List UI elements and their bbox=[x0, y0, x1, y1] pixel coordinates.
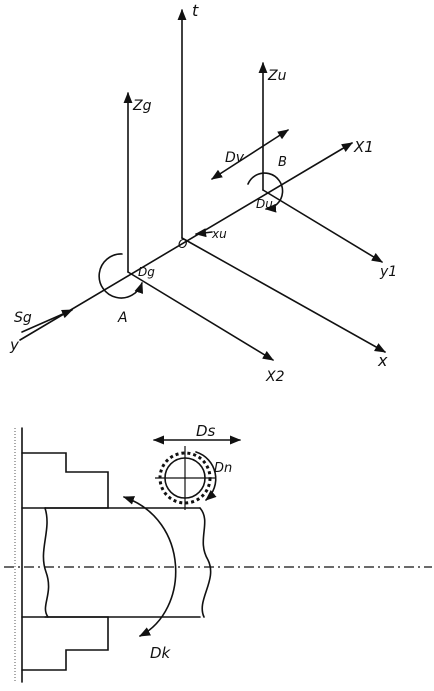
sg-arrow bbox=[21, 309, 74, 333]
dh-label: Dn bbox=[214, 461, 232, 476]
y1-axis-label: y1 bbox=[379, 264, 397, 280]
zg-axis-label: Zg bbox=[132, 98, 152, 114]
dk-label: Dk bbox=[150, 644, 172, 662]
workpiece-lower-profile bbox=[21, 616, 109, 671]
dk-rotation-arc bbox=[122, 496, 177, 637]
break-line-right bbox=[199, 507, 212, 618]
du-label: Du bbox=[256, 197, 273, 211]
dh-rotation-arc bbox=[195, 451, 217, 501]
du-rotation-arc bbox=[247, 172, 284, 213]
origin-label: O bbox=[178, 237, 187, 251]
dg-label: Dg bbox=[138, 265, 155, 279]
dv-label: Dv bbox=[225, 150, 245, 166]
t-axis-label: t bbox=[192, 1, 199, 20]
zu-axis-label: Zu bbox=[267, 68, 287, 84]
y-axis-label: y bbox=[9, 336, 20, 354]
dv-arrow bbox=[211, 129, 289, 180]
x2-axis-label: X2 bbox=[265, 369, 285, 385]
x1-axis bbox=[19, 142, 353, 341]
y1-axis bbox=[262, 189, 383, 263]
sg-label: Sg bbox=[14, 310, 32, 326]
workpiece-upper-profile bbox=[21, 452, 109, 509]
point-b-label: B bbox=[278, 155, 287, 170]
x2-axis bbox=[127, 271, 274, 361]
xu-arrow bbox=[194, 228, 213, 238]
x-axis-label: x bbox=[377, 351, 388, 370]
dg-rotation-arc bbox=[98, 253, 144, 299]
x-axis bbox=[181, 237, 386, 353]
xu-label: xu bbox=[211, 227, 227, 241]
coordinate-system-figure: t X1 x y Zg X2 Zu y1 Sg xu Dv O bbox=[9, 1, 397, 385]
ds-label: Ds bbox=[196, 422, 216, 440]
x1-axis-label: X1 bbox=[353, 138, 374, 156]
machining-figure: Dk Ds Dn bbox=[4, 422, 432, 683]
point-a-label: A bbox=[117, 310, 128, 326]
break-line-left bbox=[42, 507, 50, 618]
